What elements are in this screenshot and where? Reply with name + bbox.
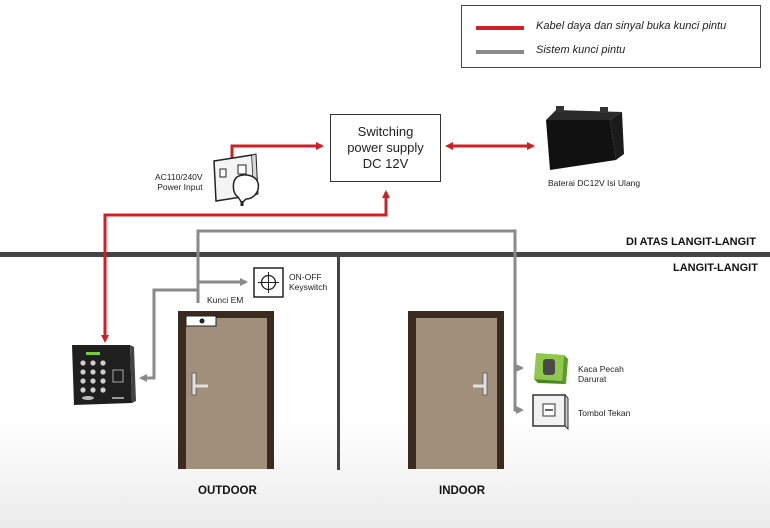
legend-gray-label: Sistem kunci pintu	[536, 44, 626, 56]
socket-label: AC110/240V Power Input	[155, 172, 203, 192]
power-supply-box: Switching power supply DC 12V	[330, 114, 441, 182]
push-button-icon	[532, 393, 569, 431]
push-button-label: Tombol Tekan	[578, 408, 631, 418]
breakglass-label: Kaca Pecah Darurat	[578, 364, 624, 384]
gray-wire-to-keypad	[139, 288, 198, 382]
indoor-door	[408, 311, 504, 469]
outdoor-door	[178, 311, 274, 469]
above-ceiling-label: DI ATAS LANGIT-LANGIT	[626, 236, 756, 248]
legend-red-label: Kabel daya dan sinyal buka kunci pintu	[536, 20, 727, 32]
keypad-icon	[72, 345, 136, 405]
battery-label: Baterai DC12V Isi Ulang	[548, 178, 641, 188]
power-supply-label: Switching power supply DC 12V	[347, 124, 424, 171]
legend-red-swatch	[476, 26, 524, 30]
red-wire-keypad-psu	[101, 190, 390, 343]
outdoor-label: OUTDOOR	[198, 485, 257, 497]
indoor-label: INDOOR	[439, 485, 485, 497]
wall-divider	[337, 257, 340, 470]
floor-background	[0, 420, 770, 528]
battery-icon	[546, 106, 624, 170]
ceiling-label: LANGIT-LANGIT	[673, 262, 758, 274]
gray-wires	[139, 229, 524, 414]
ceiling-line	[0, 252, 770, 257]
breakglass-icon	[534, 353, 568, 384]
power-socket	[213, 153, 260, 206]
em-lock-icon	[185, 315, 217, 327]
legend: Kabel daya dan sinyal buka kunci pintu S…	[461, 5, 761, 68]
gray-wire-main-loop	[196, 229, 524, 372]
keyswitch-icon	[253, 267, 284, 298]
keyswitch-label: ON-OFF Keyswitch	[289, 272, 328, 292]
em-lock-label: Kunci EM	[207, 295, 244, 305]
legend-gray-swatch	[476, 50, 524, 54]
gray-wire-to-pushbutton	[513, 368, 524, 414]
